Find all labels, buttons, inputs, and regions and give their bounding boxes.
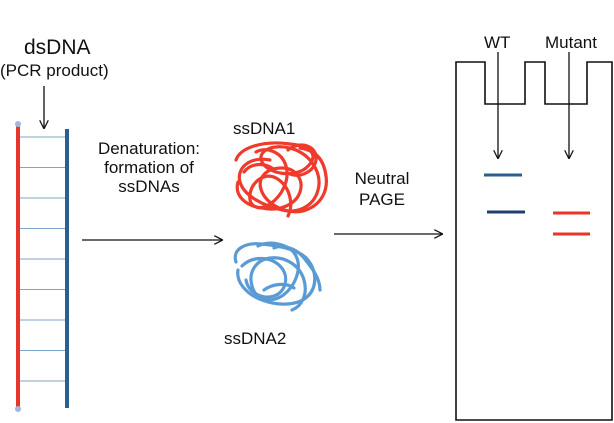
- strand-end-dot-top: [15, 121, 21, 127]
- ssdna2-label: ssDNA2: [224, 329, 287, 348]
- neutral-page-label: Neutral PAGE: [344, 168, 420, 210]
- ssdna2-tangle: [233, 241, 322, 312]
- ssdna1-tangle: [234, 141, 328, 218]
- neutral-page-line-2: PAGE: [359, 190, 405, 209]
- neutral-page-line-1: Neutral: [354, 169, 410, 188]
- denaturation-line-3: ssDNAs: [118, 177, 180, 196]
- wt-lane-label: WT: [484, 33, 511, 52]
- denaturation-label: Denaturation: formation of ssDNAs: [84, 139, 214, 196]
- base-pair-rungs: [20, 136, 65, 382]
- gel-outline: [455, 61, 613, 421]
- dsdna-label: dsDNA: [24, 36, 91, 59]
- strand-end-dot-bottom: [15, 406, 21, 412]
- mutant-lane-label: Mutant: [545, 33, 597, 52]
- denaturation-line-1: Denaturation:: [97, 139, 201, 158]
- dsdna-ladder: [15, 121, 69, 412]
- denaturation-line-2: formation of: [104, 158, 194, 177]
- ssdna1-label: ssDNA1: [233, 119, 296, 138]
- pcr-product-label: (PCR product): [0, 61, 109, 80]
